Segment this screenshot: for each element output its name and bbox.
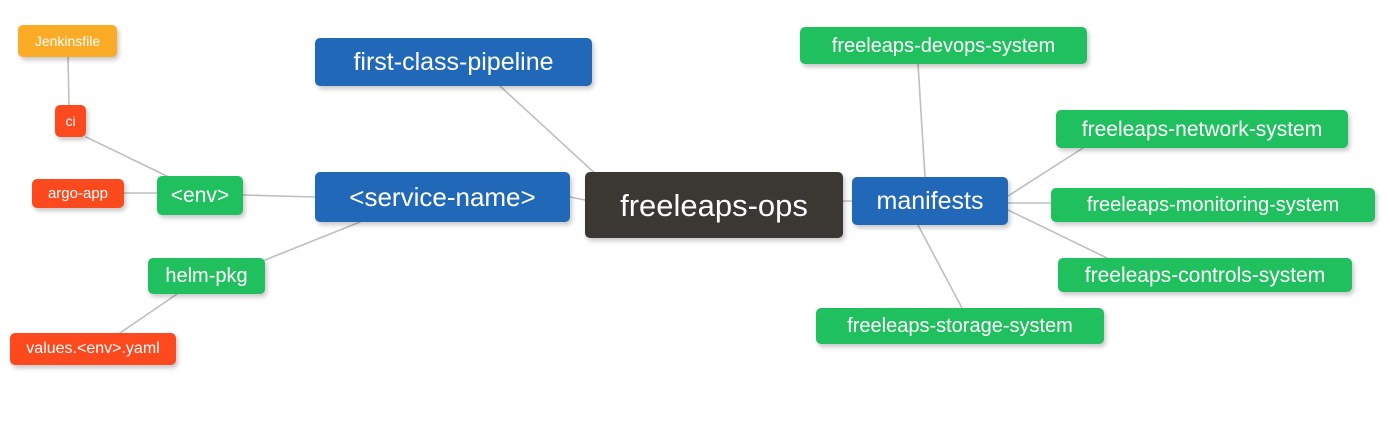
node-label-freeleaps-monitoring-system: freeleaps-monitoring-system — [1086, 194, 1340, 216]
mindmap-node-first-class-pipeline[interactable]: first-class-pipeline — [315, 38, 592, 86]
edge-ci-to-jenkinsfile — [67, 56, 70, 106]
node-label-freeleaps-controls-system: freeleaps-controls-system — [1084, 263, 1326, 287]
mindmap-node-helm-pkg[interactable]: helm-pkg — [148, 258, 265, 294]
node-label-freeleaps-storage-system: freeleaps-storage-system — [847, 315, 1073, 337]
edge-manifests-to-freeleaps-devops-system — [917, 63, 926, 178]
node-label-env: <env> — [170, 184, 230, 207]
node-label-helm-pkg: helm-pkg — [165, 265, 248, 287]
mindmap-node-freeleaps-ops[interactable]: freeleaps-ops — [585, 172, 843, 238]
mindmap-node-freeleaps-controls-system[interactable]: freeleaps-controls-system — [1058, 258, 1352, 292]
mindmap-node-freeleaps-storage-system[interactable]: freeleaps-storage-system — [816, 308, 1104, 344]
edge-service-name-to-env — [242, 194, 316, 198]
node-label-argo-app: argo-app — [47, 185, 109, 202]
node-label-values-env-yaml: values.<env>.yaml — [26, 340, 160, 357]
node-label-freeleaps-network-system: freeleaps-network-system — [1081, 117, 1323, 141]
mindmap-node-freeleaps-network-system[interactable]: freeleaps-network-system — [1056, 110, 1348, 148]
node-label-ci: ci — [65, 113, 76, 129]
edge-freeleaps-ops-to-first-class-pipeline — [499, 85, 601, 179]
mindmap-node-freeleaps-monitoring-system[interactable]: freeleaps-monitoring-system — [1051, 188, 1375, 222]
node-label-first-class-pipeline: first-class-pipeline — [353, 47, 554, 76]
mindmap-node-argo-app[interactable]: argo-app — [32, 179, 124, 208]
mindmap-node-freeleaps-devops-system[interactable]: freeleaps-devops-system — [800, 27, 1087, 64]
mindmap-node-ci[interactable]: ci — [55, 105, 86, 137]
edge-service-name-to-helm-pkg — [264, 221, 361, 261]
edge-helm-pkg-to-values-env-yaml — [119, 293, 178, 334]
edge-freeleaps-ops-to-service-name — [569, 196, 586, 201]
node-label-freeleaps-ops: freeleaps-ops — [620, 187, 808, 223]
mindmap-node-manifests[interactable]: manifests — [852, 177, 1008, 225]
mindmap-node-jenkinsfile[interactable]: Jenkinsfile — [18, 25, 117, 57]
edge-env-to-ci — [85, 136, 176, 181]
node-label-manifests: manifests — [876, 186, 984, 215]
mindmap-node-values-env-yaml[interactable]: values.<env>.yaml — [10, 333, 176, 365]
mindmap-node-service-name[interactable]: <service-name> — [315, 172, 570, 222]
edge-manifests-to-freeleaps-storage-system — [917, 224, 963, 309]
node-label-service-name: <service-name> — [349, 182, 536, 212]
node-label-freeleaps-devops-system: freeleaps-devops-system — [831, 34, 1056, 57]
mindmap-node-env[interactable]: <env> — [157, 176, 243, 215]
node-label-jenkinsfile: Jenkinsfile — [34, 33, 101, 49]
